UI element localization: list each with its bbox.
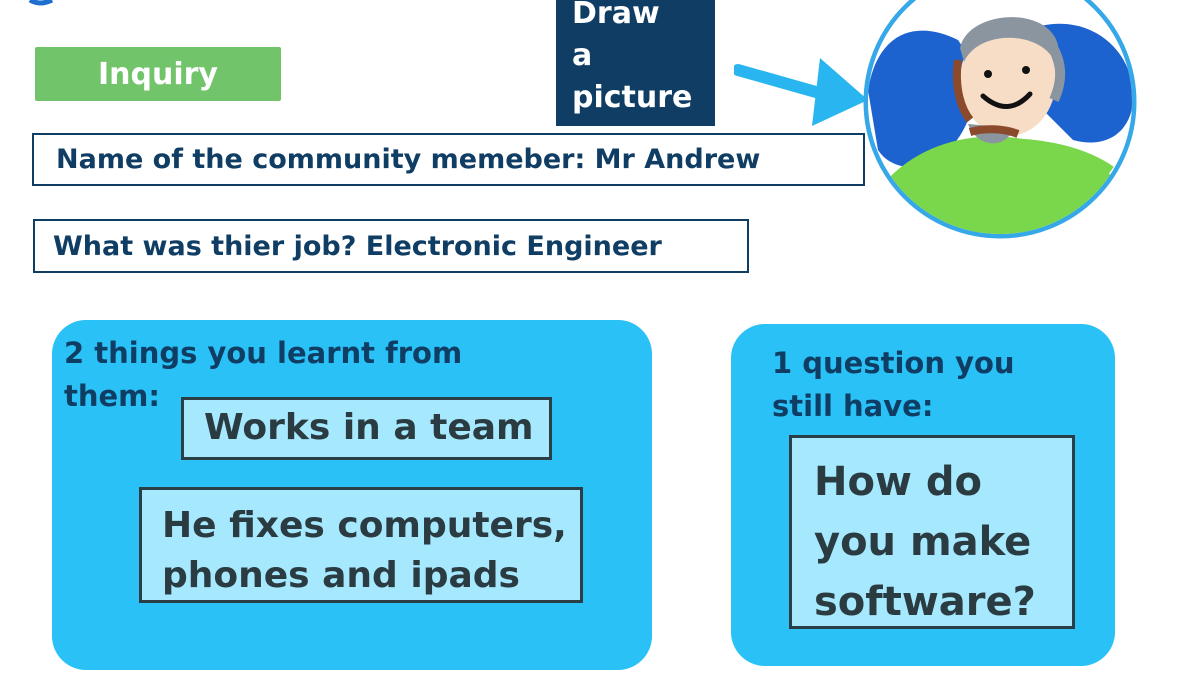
inquiry-label: Inquiry bbox=[35, 47, 281, 101]
question-answer-line-1: How do bbox=[814, 459, 982, 505]
draw-line-2: a bbox=[572, 38, 593, 73]
question-answer[interactable]: How do you make software? bbox=[789, 435, 1075, 629]
question-heading: 1 question you still have: bbox=[772, 342, 1072, 428]
job-field[interactable]: What was thier job? Electronic Engineer bbox=[33, 219, 749, 273]
draw-a-picture-label: Draw a picture bbox=[556, 0, 715, 126]
learnt-answer-1[interactable]: Works in a team bbox=[181, 397, 552, 460]
drawn-portrait-icon[interactable] bbox=[858, 0, 1142, 240]
things-learnt-heading: 2 things you learnt from them: bbox=[64, 332, 484, 418]
question-heading-line-1: 1 question you bbox=[772, 346, 1015, 380]
learnt-answer-2-line-1: He fixes computers, bbox=[162, 505, 567, 546]
community-member-name-field[interactable]: Name of the community memeber: Mr Andrew bbox=[32, 133, 865, 186]
question-answer-line-3: software? bbox=[814, 579, 1036, 625]
arrow-right-icon bbox=[734, 58, 868, 126]
decorative-swoosh bbox=[28, 0, 54, 6]
things-learnt-heading-line-2: them: bbox=[64, 379, 160, 413]
question-heading-line-2: still have: bbox=[772, 389, 934, 423]
learnt-answer-2-line-2: phones and ipads bbox=[162, 555, 520, 596]
question-answer-line-2: you make bbox=[814, 519, 1032, 565]
draw-line-3: picture bbox=[572, 80, 693, 115]
learnt-answer-2[interactable]: He fixes computers, phones and ipads bbox=[139, 487, 583, 603]
things-learnt-heading-line-1: 2 things you learnt from bbox=[64, 336, 463, 370]
draw-line-1: Draw bbox=[572, 0, 660, 31]
